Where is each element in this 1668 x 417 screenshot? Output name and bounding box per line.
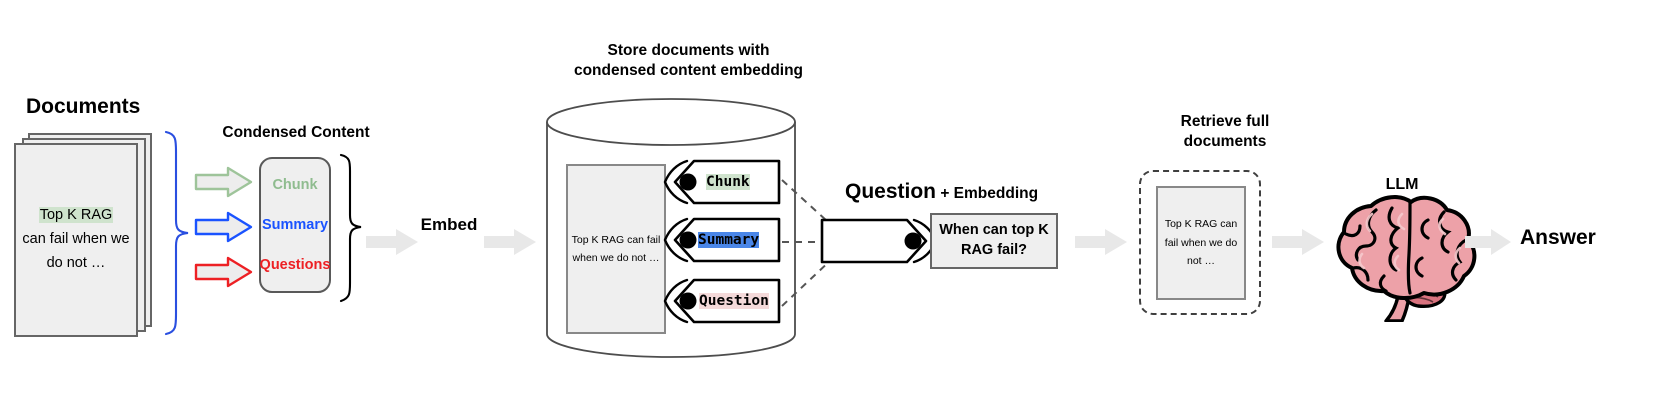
retrieved-document-box: Top K RAG can fail when we do not … [1156, 186, 1246, 300]
question-title-rest: + Embedding [936, 185, 1039, 202]
store-documents-title: Store documents with condensed content e… [573, 42, 804, 80]
documents-brace [164, 130, 189, 336]
tag-chunk-label-wrap: Chunk [706, 174, 750, 190]
document-body-text: Top K RAG can fail when we do not … [16, 204, 136, 276]
condensed-item-summary: Summary [261, 216, 329, 233]
tag-question-label: Question [699, 293, 769, 309]
tag-summary-label-wrap: Summary [698, 232, 760, 248]
retrieve-documents-group [1139, 170, 1261, 315]
document-highlight-text: Top K RAG [38, 207, 114, 224]
question-title-strong: Question [845, 180, 937, 203]
question-text: When can top K RAG fail? [939, 222, 1049, 258]
condensed-item-chunk: Chunk [272, 176, 318, 193]
stored-document-box: Top K RAG can fail when we do not … [566, 164, 666, 334]
arrow-to-answer-icon [1465, 229, 1511, 255]
document-sheet-front: Top K RAG can fail when we do not … [14, 143, 138, 337]
embed-label: Embed [420, 215, 478, 234]
documents-title: Documents [26, 95, 141, 118]
questions-arrow-icon [194, 256, 253, 288]
arrow-from-embed-icon [484, 229, 536, 255]
question-embedding-title: Question + Embedding [845, 180, 1045, 204]
document-rest-text: can fail when we do not … [22, 231, 130, 271]
arrow-to-llm-icon [1272, 229, 1324, 255]
tag-query-icon [820, 218, 938, 264]
retrieve-documents-title: Retrieve full documents [1180, 113, 1270, 151]
answer-label: Answer [1520, 226, 1596, 249]
chunk-arrow-icon [194, 166, 253, 198]
tag-summary-label: Summary [698, 232, 760, 248]
stored-document-text: Top K RAG can fail when we do not … [571, 233, 661, 264]
arrow-to-embed-icon [366, 229, 418, 255]
summary-arrow-icon [194, 211, 253, 243]
tag-question-label-wrap: Question [699, 293, 769, 309]
tag-chunk-label: Chunk [706, 174, 750, 190]
condensed-content-title: Condensed Content [222, 124, 370, 141]
retrieved-document-text: Top K RAG can fail when we do not … [1164, 218, 1238, 268]
llm-label: LLM [1385, 176, 1419, 193]
arrow-to-retrieve-icon [1075, 229, 1127, 255]
brain-icon [1336, 195, 1477, 322]
condensed-item-questions: Questions [259, 256, 331, 273]
question-text-box: When can top K RAG fail? [930, 213, 1058, 269]
condensed-content-box: Chunk Summary Questions [259, 157, 331, 293]
condensed-content-brace [339, 153, 362, 303]
